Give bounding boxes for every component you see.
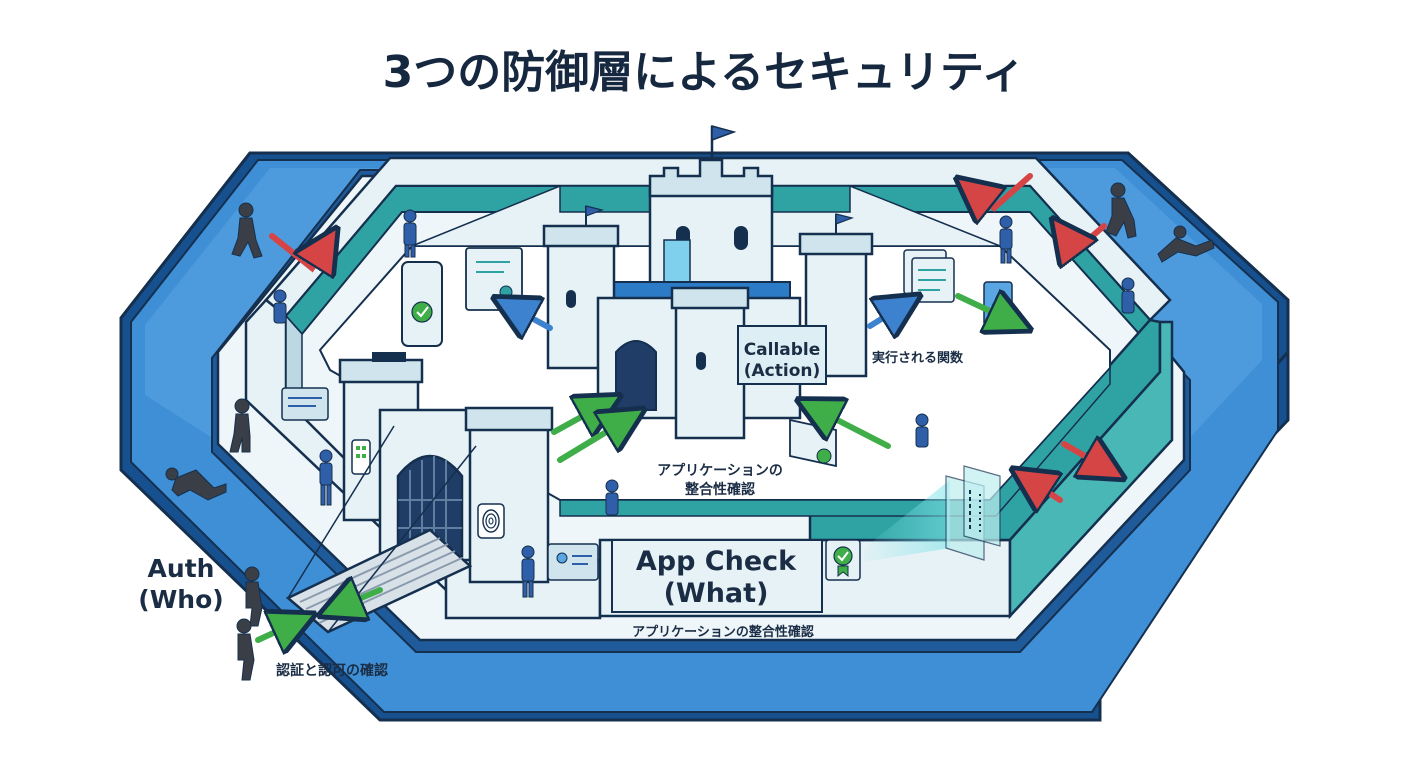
attacker-figure (165, 467, 227, 501)
document-icon (903, 249, 955, 303)
callable-layer-label: Callable (Action) (743, 340, 821, 381)
shield-check-icon (401, 261, 443, 347)
guard-figure (521, 545, 535, 598)
flag-icon (711, 125, 737, 142)
figures (165, 182, 1215, 681)
guard-figure (605, 479, 619, 516)
auth-layer-caption: 認証と認可の確認 (276, 663, 388, 679)
guard-figure (1121, 277, 1135, 314)
gatehouse (285, 352, 554, 634)
wall-panels (281, 247, 1013, 613)
guard-figure (319, 449, 333, 506)
callable-layer-caption: 実行される関数 (872, 351, 964, 366)
app-check-caption-inner: アプリケーションの 整合性確認 (657, 463, 783, 498)
visitor-figure (244, 566, 263, 627)
certificate-icon (465, 247, 523, 311)
app-check-caption-outer: アプリケーションの整合性確認 (632, 625, 814, 640)
attacker-figure (1105, 182, 1137, 239)
flow-arrows (255, 173, 1116, 640)
guard-figure (403, 209, 417, 258)
attacker-figure (231, 202, 263, 259)
guard-figure (273, 289, 287, 324)
attacker-figure (229, 398, 251, 453)
fingerprint-icon (477, 503, 505, 539)
central-keep (542, 125, 874, 440)
page-title: 3つの防御層によるセキュリティ (382, 47, 1026, 98)
visitor-figure (236, 618, 255, 681)
id-card-icon (281, 387, 329, 421)
auth-layer-label: Auth (Who) (138, 554, 224, 614)
attacker-figure (1157, 225, 1215, 263)
guard-figure (915, 413, 929, 448)
shield-check-icon (825, 539, 861, 581)
app-check-layer-label: App Check (What) (635, 546, 797, 609)
guard-figure (999, 215, 1013, 264)
id-card-icon (547, 543, 599, 581)
